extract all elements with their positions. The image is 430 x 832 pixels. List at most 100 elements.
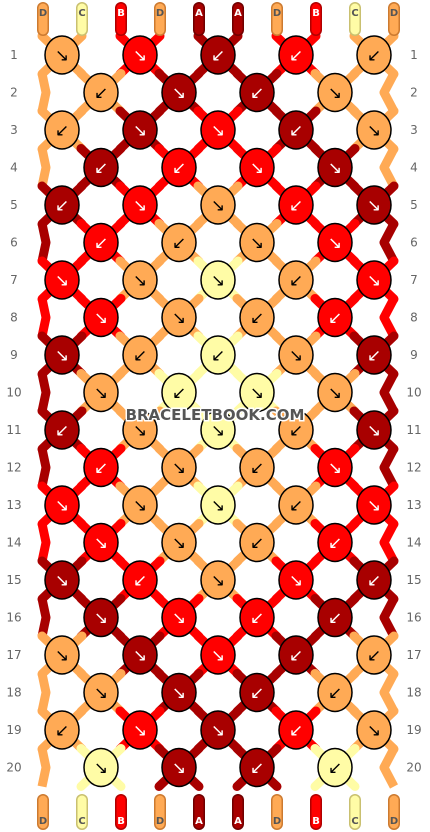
knot-arrow-icon: ↘ — [211, 196, 225, 216]
knot-arrow-icon: ↙ — [133, 346, 147, 366]
edge-strand — [379, 71, 398, 114]
row-number-right: 13 — [406, 498, 421, 512]
row-number-left: 4 — [10, 161, 18, 175]
knot-arrow-icon: ↙ — [289, 196, 303, 216]
knot — [83, 747, 119, 788]
knot — [83, 72, 119, 113]
knot-arrow-icon: ↘ — [211, 721, 225, 741]
knot — [239, 372, 275, 413]
knot-arrow-icon: ↘ — [367, 121, 381, 141]
top-strand-label: D — [390, 8, 398, 19]
knot-arrow-icon: ↙ — [250, 684, 264, 704]
knot-arrow-icon: ↘ — [94, 684, 108, 704]
knot-arrow-icon: ↙ — [328, 684, 342, 704]
row-number-left: 15 — [6, 573, 21, 587]
knot-arrow-icon: ↘ — [94, 384, 108, 404]
knot-arrow-icon: ↘ — [250, 159, 264, 179]
knot — [239, 522, 275, 563]
knot-arrow-icon: ↙ — [172, 384, 186, 404]
bottom-strand-label: A — [195, 816, 203, 827]
knot — [239, 447, 275, 488]
knot — [161, 222, 197, 263]
row-number-right: 17 — [406, 648, 421, 662]
knot — [317, 522, 353, 563]
row-number-left: 8 — [10, 311, 18, 325]
knot-arrow-icon: ↘ — [55, 646, 69, 666]
knot-arrow-icon: ↘ — [133, 421, 147, 441]
bottom-strand-label: D — [156, 816, 164, 827]
knot-arrow-icon: ↙ — [211, 346, 225, 366]
row-number-right: 6 — [410, 236, 418, 250]
knot — [122, 110, 158, 150]
top-strand-label: B — [117, 8, 125, 19]
knot-arrow-icon: ↘ — [289, 346, 303, 366]
bottom-strand-label: B — [312, 816, 320, 827]
row-number-left: 12 — [6, 461, 21, 475]
knot — [278, 185, 314, 225]
knot — [356, 485, 392, 525]
knot-arrow-icon: ↘ — [211, 421, 225, 441]
knot — [83, 522, 119, 563]
knot-arrow-icon: ↙ — [211, 46, 225, 66]
knot — [239, 222, 275, 263]
knot — [239, 672, 275, 713]
knot — [161, 72, 197, 113]
knot-arrow-icon: ↘ — [367, 421, 381, 441]
knot-arrow-icon: ↘ — [172, 759, 186, 779]
knot-arrow-icon: ↙ — [367, 571, 381, 591]
knot — [161, 372, 197, 413]
knot — [356, 410, 392, 450]
top-strand-label: A — [234, 8, 242, 19]
knot — [122, 635, 158, 675]
bottom-strand-label: B — [117, 816, 125, 827]
knot — [317, 447, 353, 488]
knot-arrow-icon: ↙ — [328, 309, 342, 329]
knot — [356, 110, 392, 150]
top-strand-label: D — [39, 8, 47, 19]
knot-arrow-icon: ↘ — [133, 721, 147, 741]
knot — [200, 260, 236, 300]
knot — [44, 410, 80, 450]
knot-arrow-icon: ↙ — [172, 234, 186, 254]
bottom-strand-label: D — [390, 816, 398, 827]
knot — [317, 72, 353, 113]
bottom-strand-label: A — [234, 816, 242, 827]
row-number-right: 12 — [406, 461, 421, 475]
knot-arrow-icon: ↙ — [289, 646, 303, 666]
knot-arrow-icon: ↘ — [55, 46, 69, 66]
row-number-left: 16 — [6, 611, 21, 625]
knot — [278, 635, 314, 675]
knot-arrow-icon: ↘ — [289, 571, 303, 591]
knot — [122, 485, 158, 525]
knot — [278, 485, 314, 525]
knot-arrow-icon: ↘ — [55, 271, 69, 291]
edge-strand — [379, 746, 398, 789]
edge-strand — [379, 671, 398, 714]
knot — [83, 447, 119, 488]
edge-strand — [37, 747, 51, 788]
knot-arrow-icon: ↘ — [250, 384, 264, 404]
bottom-strand-label: C — [78, 816, 85, 827]
knot-arrow-icon: ↘ — [55, 346, 69, 366]
edge-strand — [37, 672, 51, 713]
knot — [200, 410, 236, 450]
row-number-left: 20 — [6, 761, 21, 775]
row-number-right: 3 — [410, 123, 418, 137]
edge-strand — [379, 296, 398, 339]
edge-strand — [37, 72, 51, 113]
knot — [239, 147, 275, 188]
knot-arrow-icon: ↘ — [328, 384, 342, 404]
edge-strand — [379, 146, 398, 189]
knot-arrow-icon: ↘ — [328, 84, 342, 104]
knot — [83, 222, 119, 263]
knot-arrow-icon: ↘ — [211, 496, 225, 516]
knot-arrow-icon: ↙ — [367, 346, 381, 366]
knot — [356, 635, 392, 675]
knot-arrow-icon: ↙ — [250, 84, 264, 104]
row-number-left: 17 — [6, 648, 21, 662]
knot-arrow-icon: ↙ — [328, 609, 342, 629]
knot-arrow-icon: ↘ — [55, 571, 69, 591]
